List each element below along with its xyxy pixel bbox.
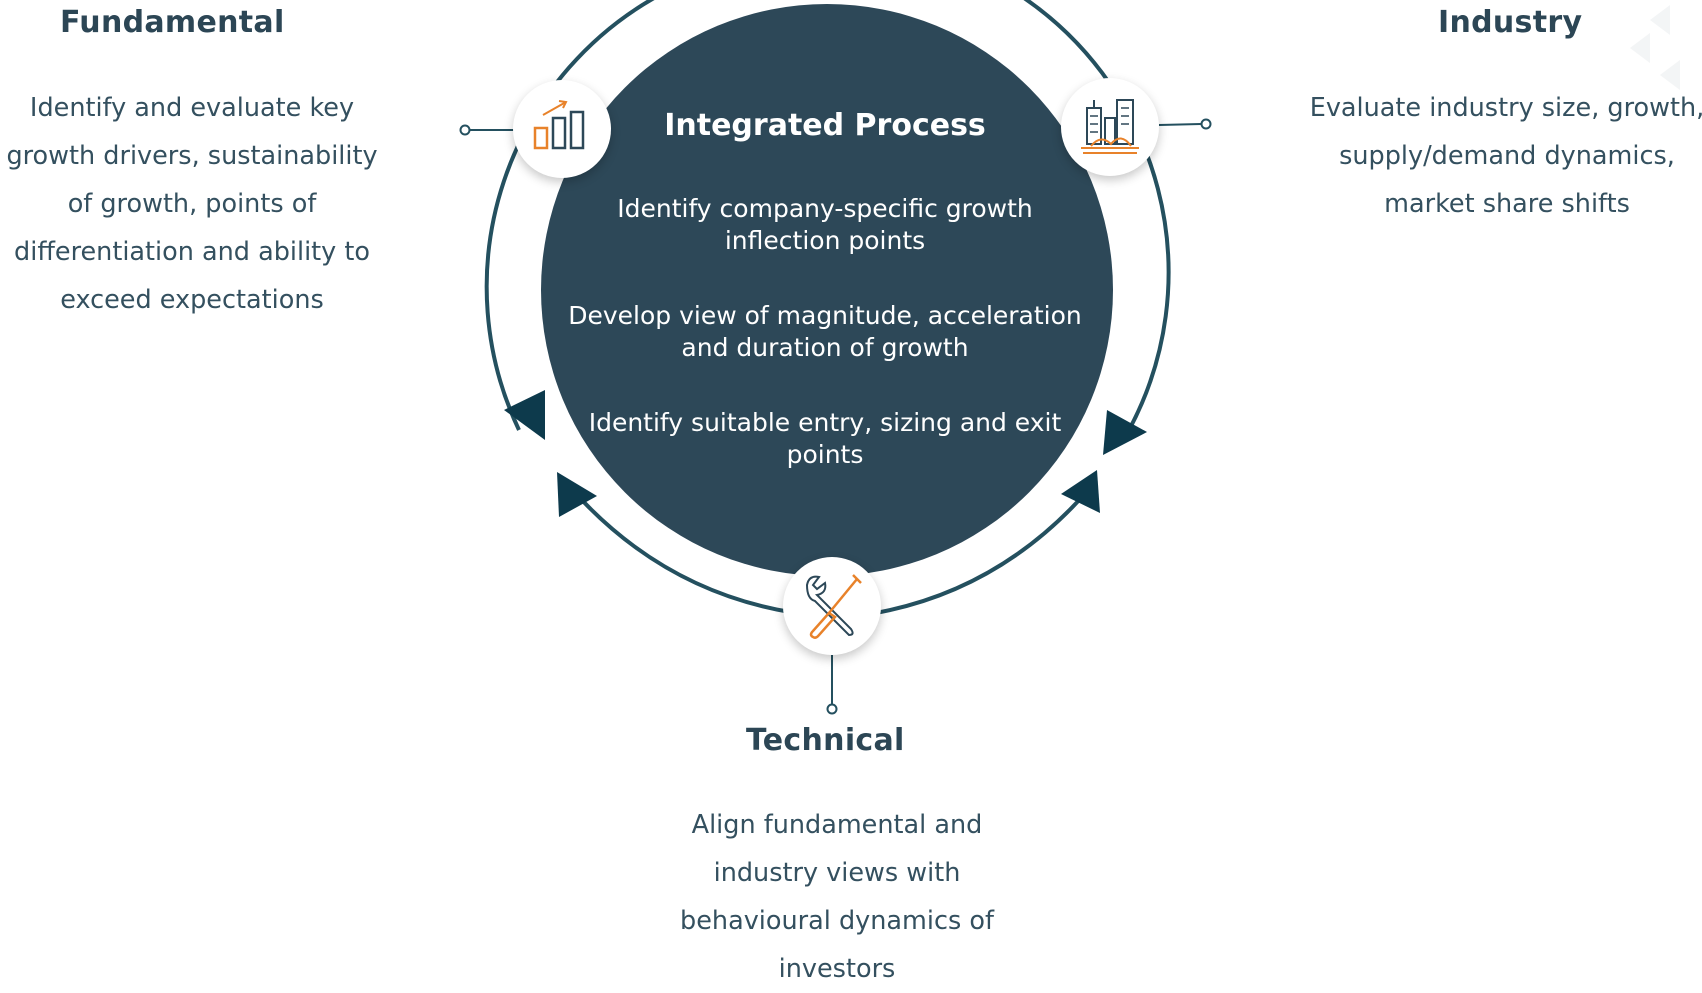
center-item-1: Identify company-specific growth inflect… xyxy=(617,194,1033,255)
industry-line-2: supply/demand dynamics, xyxy=(1339,141,1675,171)
technical-icon-badge xyxy=(783,557,881,655)
technical-line-3: behavioural dynamics of xyxy=(680,906,994,936)
industry-connector-line xyxy=(1158,123,1202,126)
fundamental-line-4: differentiation and ability to xyxy=(14,237,370,267)
industry-description: Evaluate industry size, growth, supply/d… xyxy=(1302,84,1702,228)
center-item-3: Identify suitable entry, sizing and exit… xyxy=(588,408,1062,469)
arrowhead-left-lower xyxy=(557,472,597,517)
fundamental-line-3: of growth, points of xyxy=(67,189,317,219)
center-title: Integrated Process xyxy=(664,108,986,143)
technical-line-2: industry views with xyxy=(713,858,961,888)
center-circle xyxy=(541,4,1113,576)
fundamental-line-2: growth drivers, sustainability xyxy=(6,141,378,171)
fundamental-title: Fundamental xyxy=(60,5,285,40)
bar-chart-growth-icon xyxy=(533,100,585,150)
arrowhead-left-upper xyxy=(504,390,545,440)
industry-icon-badge xyxy=(1061,78,1159,176)
fundamental-description: Identify and evaluate key growth drivers… xyxy=(0,84,384,324)
outer-ring-arc-bottom-left xyxy=(567,484,791,614)
city-buildings-icon xyxy=(1081,99,1139,154)
center-item-2: Develop view of magnitude, acceleration … xyxy=(568,301,1082,362)
outer-ring-arc-top-right xyxy=(1023,0,1171,431)
decorative-pattern xyxy=(1630,5,1680,90)
technical-description: Align fundamental and industry views wit… xyxy=(660,801,1014,993)
technical-line-1: Align fundamental and xyxy=(691,810,983,840)
industry-line-1: Evaluate industry size, growth, xyxy=(1309,93,1702,123)
technical-title: Technical xyxy=(746,723,905,758)
arrowhead-right-lower xyxy=(1061,470,1100,513)
technical-connector-dot xyxy=(826,703,838,715)
fundamental-icon-badge xyxy=(513,80,611,178)
fundamental-line-1: Identify and evaluate key xyxy=(29,93,355,123)
industry-line-3: market share shifts xyxy=(1384,189,1630,219)
outer-ring-arc-bottom-right xyxy=(869,486,1092,616)
technical-line-4: investors xyxy=(778,954,896,984)
arrowhead-right-upper xyxy=(1103,410,1147,455)
fundamental-line-5: exceed expectations xyxy=(60,285,324,315)
industry-title: Industry xyxy=(1438,5,1583,40)
industry-connector-dot xyxy=(1200,118,1212,130)
outer-ring-arc-top-left xyxy=(484,0,655,431)
fundamental-connector-dot xyxy=(459,124,471,136)
wrench-screwdriver-icon xyxy=(805,574,862,639)
